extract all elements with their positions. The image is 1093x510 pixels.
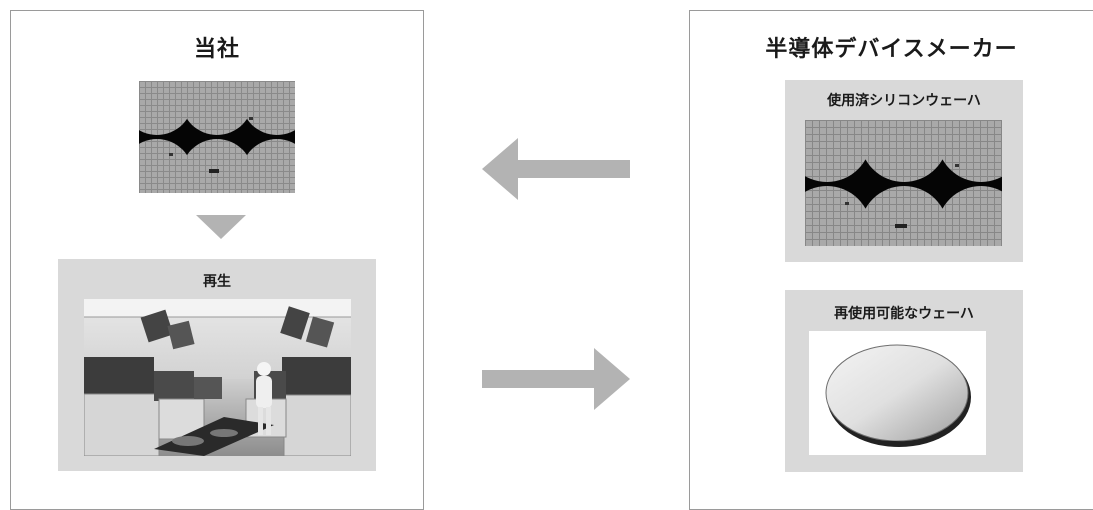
used-wafer-box: 使用済シリコンウェーハ	[785, 80, 1023, 262]
reusable-wafer-label: 再使用可能なウェーハ	[834, 306, 974, 322]
used-wafer-label: 使用済シリコンウェーハ	[827, 93, 981, 109]
device-maker-panel: 半導体デバイスメーカー 使用済シリコンウェーハ	[689, 10, 1093, 510]
device-maker-title: 半導体デバイスメーカー	[765, 37, 1018, 62]
right-arrow-icon	[482, 348, 630, 410]
left-arrow-icon	[482, 138, 630, 200]
company-title: 当社	[193, 37, 240, 62]
company-panel: 当社 再生	[10, 10, 424, 510]
reclaim-label: 再生	[203, 274, 231, 290]
used-silicon-wafers-image	[805, 120, 1002, 246]
reusable-wafer-image	[809, 331, 986, 455]
used-wafers-image	[139, 81, 295, 193]
reusable-wafer-box: 再使用可能なウェーハ	[785, 290, 1023, 472]
reclaim-box: 再生	[58, 259, 376, 471]
cleanroom-photo	[84, 299, 351, 456]
down-arrow-icon	[196, 215, 246, 239]
